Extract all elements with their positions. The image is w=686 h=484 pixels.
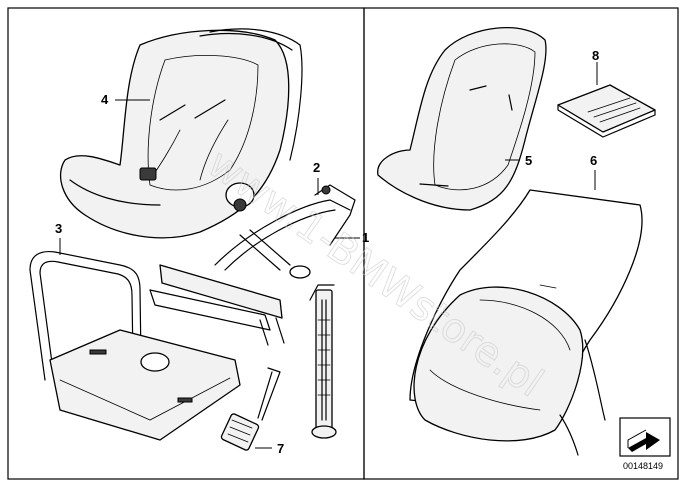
callout-6: 6 <box>590 153 597 168</box>
part-7-latch-strap[interactable] <box>220 367 281 451</box>
part-8-manual[interactable] <box>557 84 656 138</box>
callout-5: 5 <box>525 153 532 168</box>
callout-2: 2 <box>313 160 320 175</box>
diagram-id: 00148149 <box>623 461 663 471</box>
right-frame <box>363 7 679 480</box>
callout-8: 8 <box>592 48 599 63</box>
callout-7: 7 <box>277 441 284 456</box>
leader-lines <box>59 62 598 449</box>
callout-1: 1 <box>362 230 369 245</box>
callout-4: 4 <box>101 92 109 107</box>
part-2-frame[interactable] <box>149 184 356 346</box>
part-1-support-leg[interactable] <box>309 284 337 439</box>
part-5-seat-cover[interactable] <box>377 27 547 211</box>
part-4-infant-seat[interactable] <box>59 28 303 239</box>
part-3-base[interactable] <box>29 250 241 441</box>
callout-3: 3 <box>55 221 62 236</box>
part-6-foot-muff[interactable] <box>409 189 643 456</box>
arrow-icon[interactable] <box>619 417 671 457</box>
